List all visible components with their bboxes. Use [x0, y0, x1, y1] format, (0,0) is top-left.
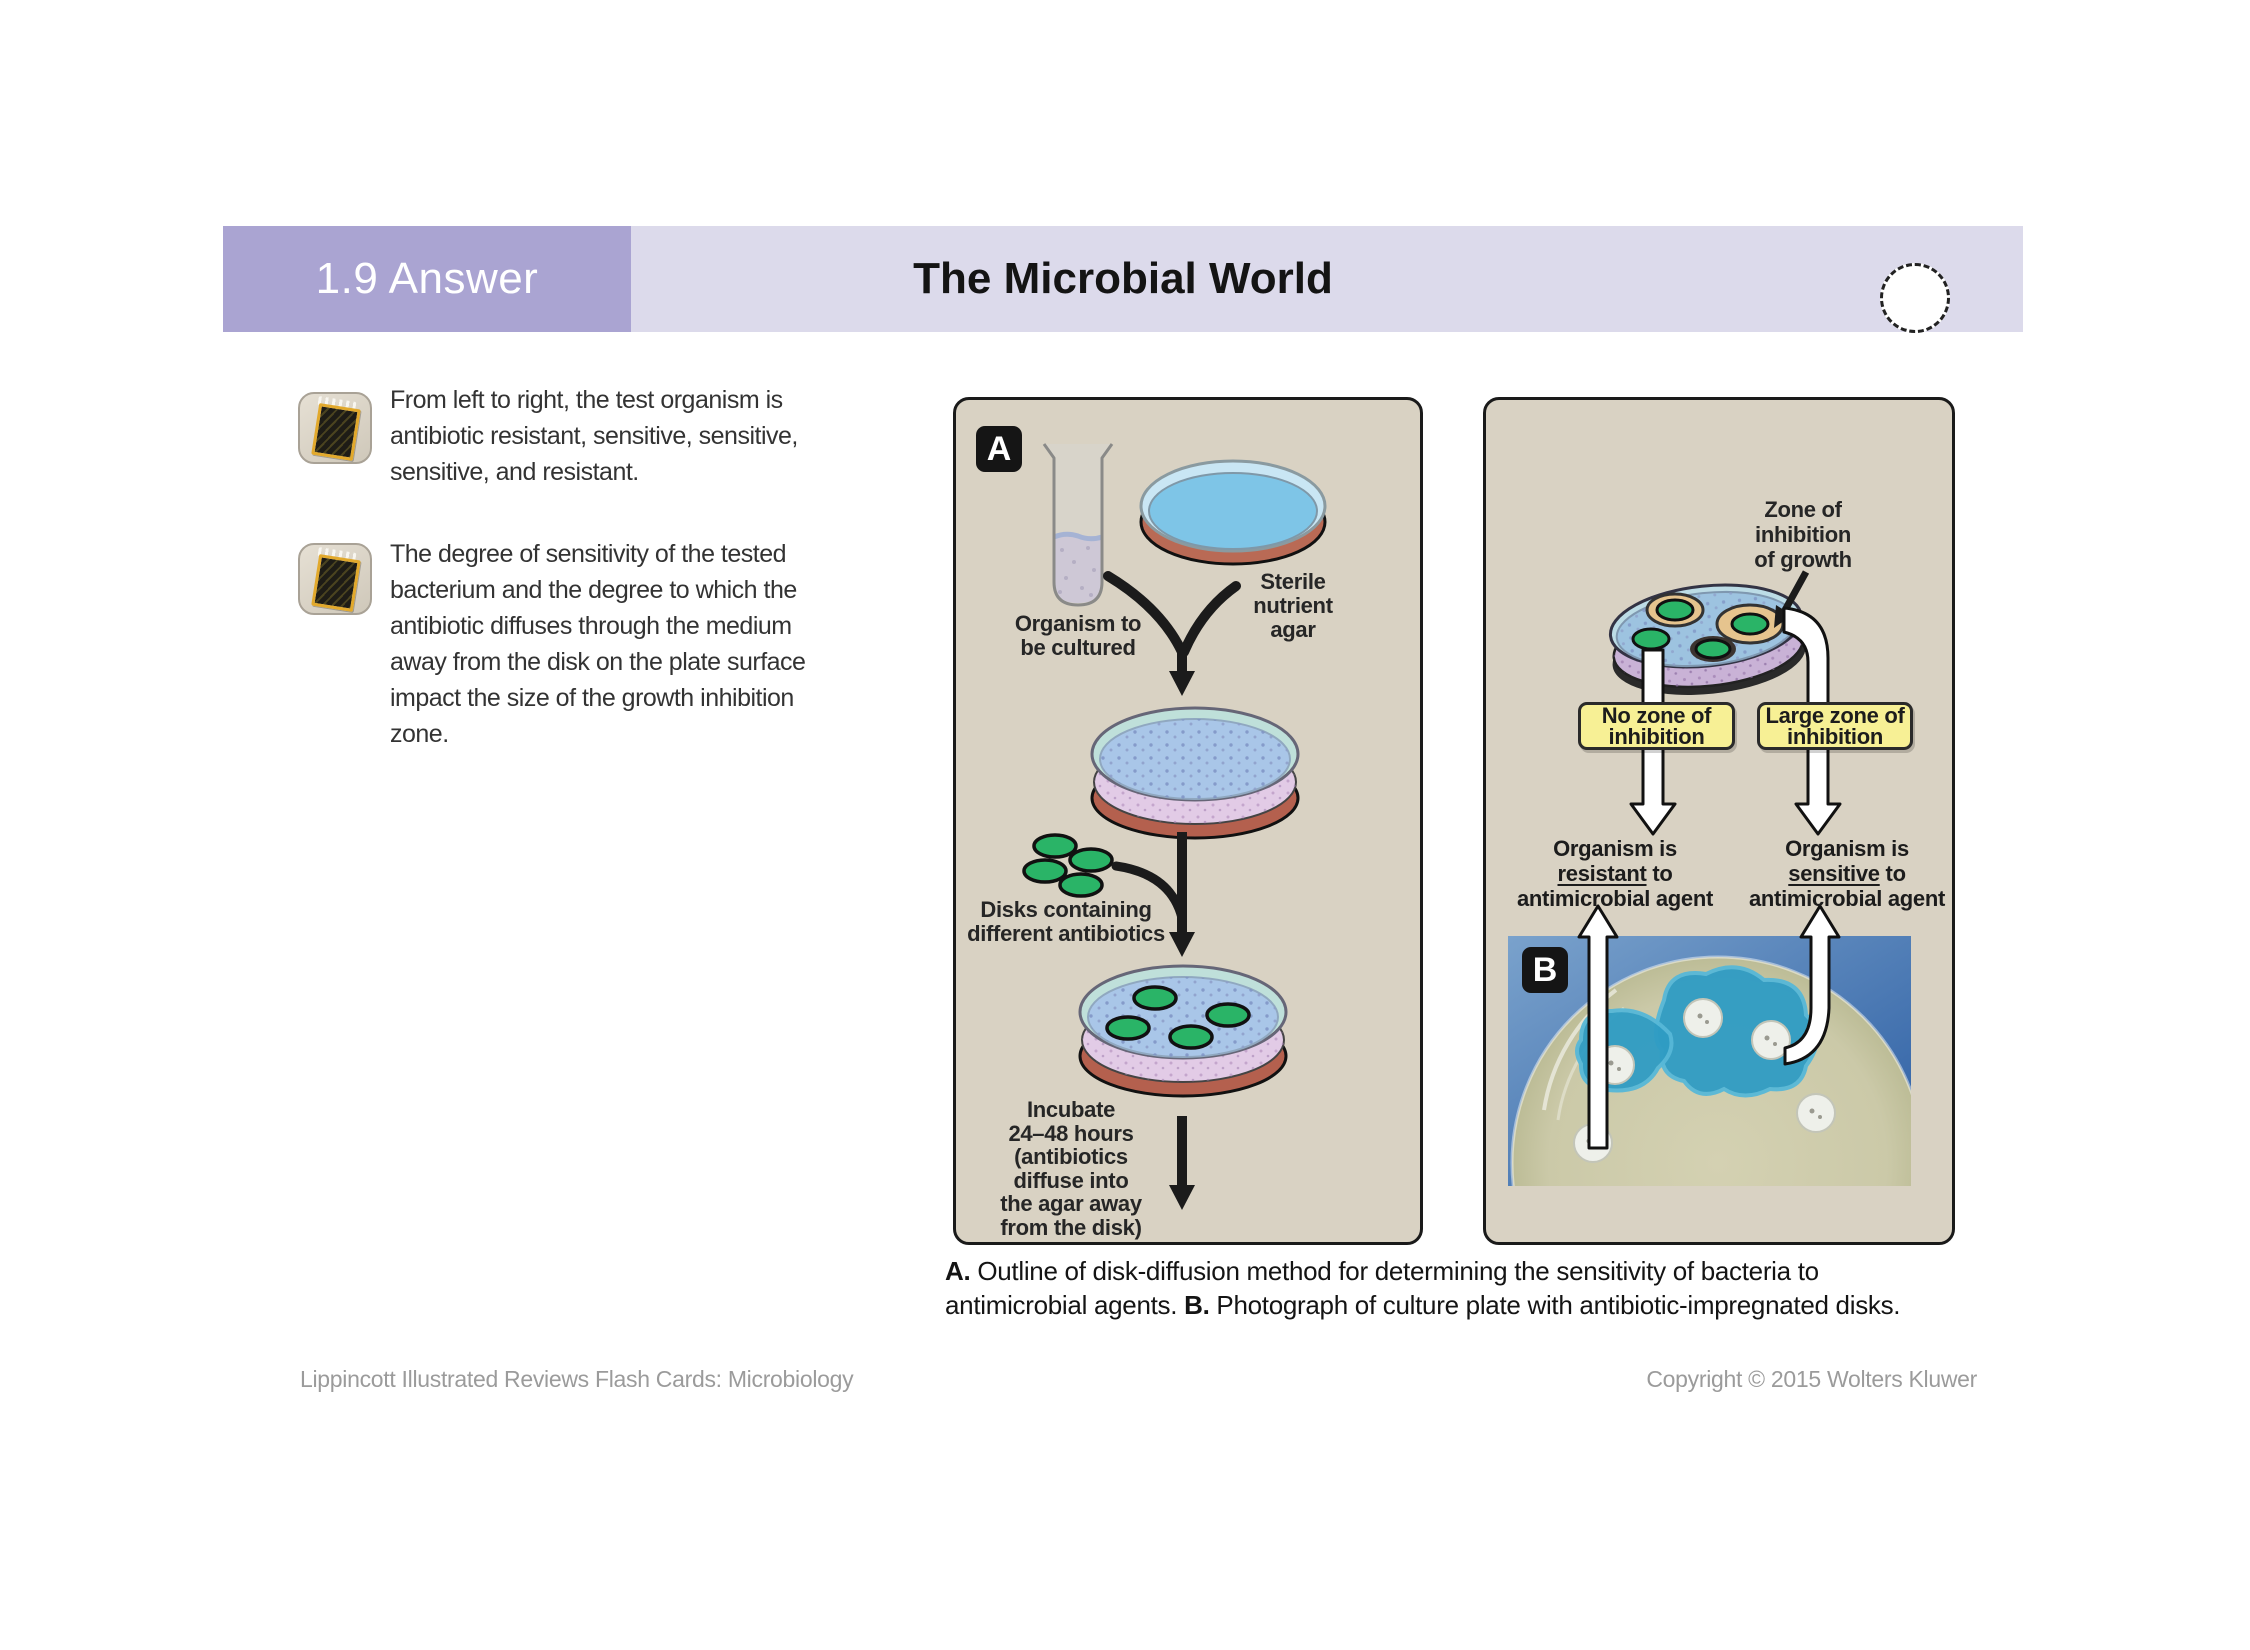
caption-a-label: A.	[945, 1256, 971, 1286]
result-sensitive: Organism is sensitive to antimicrobial a…	[1734, 836, 1960, 911]
label-disks: Disks containing different antibiotics	[967, 897, 1165, 946]
petri-dish-sterile	[1139, 459, 1327, 566]
result-line: sensitive to	[1734, 861, 1960, 886]
result-resistant: Organism is resistant to antimicrobial a…	[1506, 836, 1724, 911]
notepad-pad	[311, 403, 361, 461]
panel-b-graphics	[1508, 570, 1911, 1186]
punch-hole	[1880, 263, 1950, 333]
label-zone-of-inhibition: Zone of inhibition of growth	[1754, 497, 1852, 572]
panel-a-diagram: A Organism to be cultured Sterile nutrie…	[953, 397, 1423, 1245]
note-text-1: From left to right, the test organism is…	[390, 386, 798, 486]
antibiotic-disks	[1022, 833, 1114, 898]
footer-copyright: Copyright © 2015 Wolters Kluwer	[1646, 1366, 1977, 1392]
note-text-2: The degree of sensitivity of the tested …	[390, 540, 806, 748]
card-number-tab: 1.9 Answer	[223, 226, 631, 332]
notepad-pad	[311, 554, 361, 612]
arrowhead	[1169, 932, 1195, 957]
caption-b-pre: antimicrobial agents.	[945, 1290, 1185, 1320]
result-rest: to	[1646, 861, 1673, 886]
underlined-word: sensitive	[1788, 861, 1880, 886]
block-arrows-up	[1577, 904, 1841, 1150]
page-title: The Microbial World	[913, 254, 1333, 303]
notepad-icon	[298, 392, 372, 464]
panel-a-graphics	[1022, 443, 1327, 1210]
label-incubate: Incubate 24–48 hours (antibiotics diffus…	[1000, 1097, 1142, 1240]
caption-b-text: Photograph of culture plate with antibio…	[1209, 1290, 1901, 1320]
caption-line-1: A. Outline of disk-diffusion method for …	[945, 1254, 1985, 1288]
label-large-zone: Large zone of inhibition	[1757, 702, 1913, 750]
result-rest: to	[1879, 861, 1906, 886]
label-sterile-agar: Sterile nutrient agar	[1253, 569, 1333, 642]
label-organism: Organism to be cultured	[1014, 611, 1142, 660]
notepad-icon	[298, 543, 372, 615]
figure-caption: A. Outline of disk-diffusion method for …	[945, 1254, 1985, 1322]
result-line: resistant to	[1506, 861, 1724, 886]
footer-book-title: Lippincott Illustrated Reviews Flash Car…	[300, 1366, 854, 1392]
arrowhead	[1169, 671, 1195, 696]
panel-b-badge: B	[1522, 947, 1568, 993]
panel-b-diagram: Zone of inhibition of growth No zone of …	[1483, 397, 1955, 1245]
caption-line-2: antimicrobial agents. B. Photograph of c…	[945, 1288, 1985, 1322]
label-no-zone: No zone of inhibition	[1578, 702, 1735, 750]
culture-plate-photo	[1508, 936, 1911, 1186]
result-line: Organism is	[1785, 836, 1909, 861]
panel-a-badge: A	[976, 426, 1022, 472]
result-line: antimicrobial agent	[1748, 886, 1945, 911]
zone-pointer-arrow	[1780, 570, 1810, 614]
underlined-word: resistant	[1557, 861, 1647, 886]
petri-dish-inoculated	[1090, 706, 1300, 840]
result-line: antimicrobial agent	[1516, 886, 1713, 911]
test-tube	[1042, 443, 1114, 607]
card-number: 1.9 Answer	[315, 254, 539, 303]
arrowhead	[1169, 1185, 1195, 1210]
petri-dish-with-disks	[1078, 964, 1288, 1098]
result-line: Organism is	[1553, 836, 1677, 861]
caption-a-text: Outline of disk-diffusion method for det…	[970, 1256, 1819, 1286]
caption-b-label: B.	[1184, 1290, 1210, 1320]
